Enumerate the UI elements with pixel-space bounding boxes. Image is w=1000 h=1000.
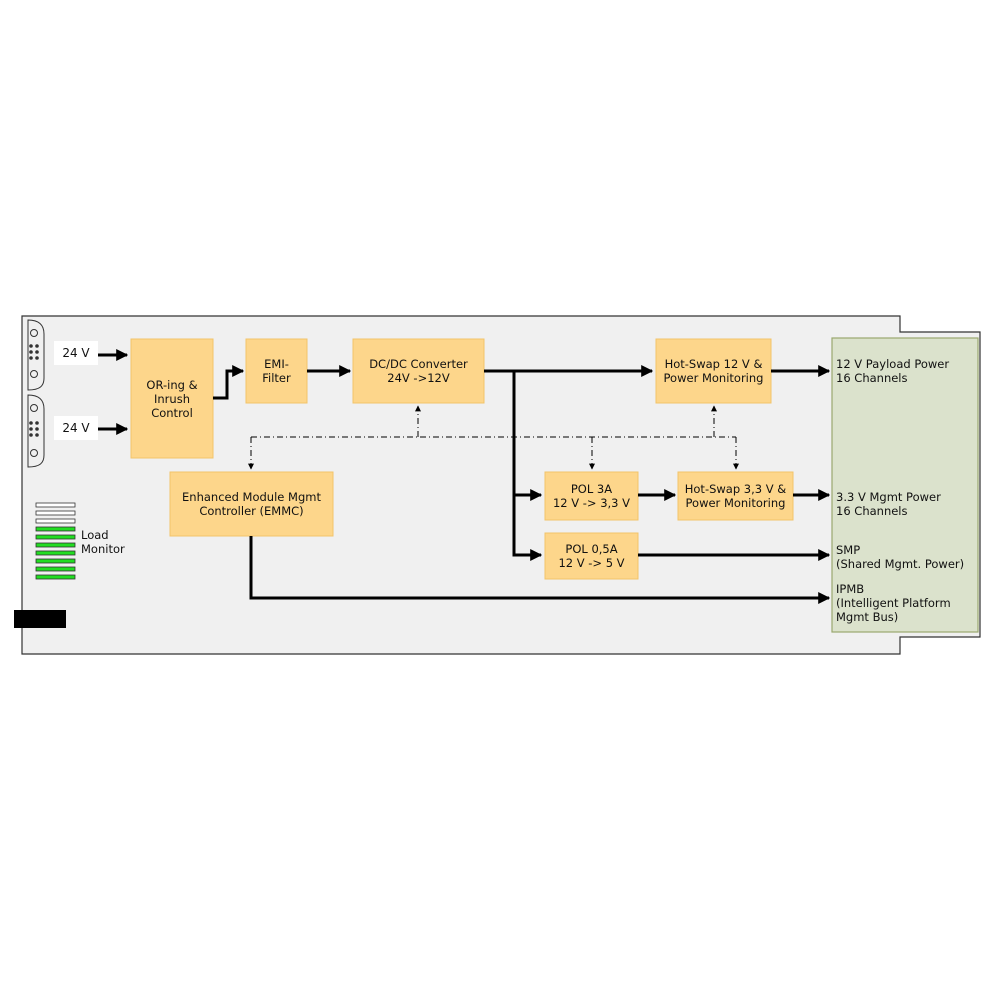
emi-block-box bbox=[245, 338, 308, 404]
load-monitor-led-bar bbox=[35, 502, 76, 580]
hotswap-3v3-block: Hot-Swap 3,3 V & Power Monitoring bbox=[684, 482, 787, 510]
emmc-to-ipmb-line bbox=[249, 536, 831, 604]
input-24v-label-2: 24 V bbox=[54, 416, 98, 440]
hotswap12-block-box bbox=[655, 338, 772, 404]
hotswap33-block-box bbox=[677, 471, 794, 521]
led-segment-lit bbox=[35, 534, 76, 540]
dsub-connector-top bbox=[27, 319, 45, 391]
pol05a-block-box bbox=[544, 532, 639, 580]
led-segment-lit bbox=[35, 566, 76, 572]
led-segment-lit bbox=[35, 574, 76, 580]
pol-05a-block: POL 0,5A 12 V -> 5 V bbox=[558, 542, 625, 570]
led-segment-lit bbox=[35, 526, 76, 532]
led-segment-off bbox=[35, 502, 76, 508]
ipmb-output-label: IPMB (Intelligent Platform Mgmt Bus) bbox=[836, 582, 951, 624]
load-monitor-label: Load Monitor bbox=[81, 528, 125, 556]
mgmt-power-output-label: 3.3 V Mgmt Power 16 Channels bbox=[836, 490, 941, 518]
oring-block-box bbox=[130, 338, 214, 459]
hotswap-12v-block: Hot-Swap 12 V & Power Monitoring bbox=[663, 357, 764, 385]
oring-inrush-block: OR-ing & Inrush Control bbox=[146, 377, 198, 420]
dcdc-converter-block: DC/DC Converter 24V ->12V bbox=[369, 357, 468, 385]
dsub-connector-bottom bbox=[27, 394, 45, 468]
led-segment-lit bbox=[35, 542, 76, 548]
emmc-block-box bbox=[169, 471, 334, 537]
led-segment-off bbox=[35, 518, 76, 524]
payload-power-output-label: 12 V Payload Power 16 Channels bbox=[836, 357, 950, 385]
backplane-connector bbox=[831, 337, 979, 633]
oring-to-emi-line bbox=[213, 365, 245, 400]
emmc-block: Enhanced Module Mgmt Controller (EMMC) bbox=[182, 490, 321, 518]
led-segment-off bbox=[35, 510, 76, 516]
smp-output-label: SMP (Shared Mgmt. Power) bbox=[836, 543, 965, 571]
led-segment-lit bbox=[35, 558, 76, 564]
pol-3a-block: POL 3A 12 V -> 3,3 V bbox=[552, 482, 631, 510]
bus-to-pol05a-line bbox=[512, 495, 543, 561]
led-segment-lit bbox=[35, 550, 76, 556]
emi-filter-block: EMI- Filter bbox=[262, 357, 291, 385]
input-24v-label-1: 24 V bbox=[54, 341, 98, 365]
pol3a-block-box bbox=[544, 471, 639, 521]
front-panel-handle bbox=[14, 610, 66, 628]
